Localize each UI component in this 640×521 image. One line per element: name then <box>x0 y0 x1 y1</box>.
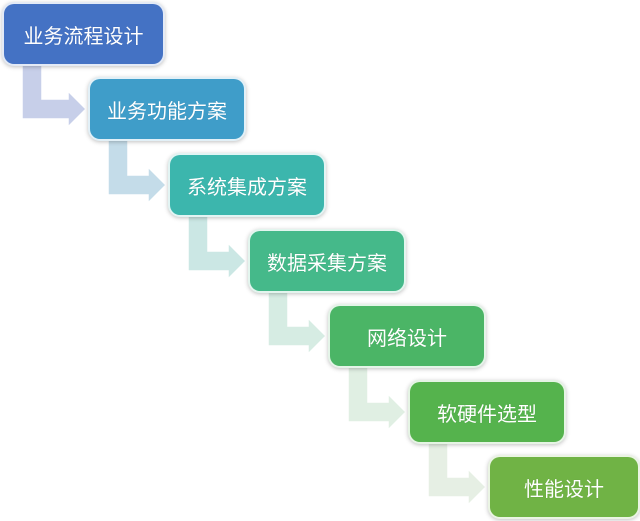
step-5-network-design: 网络设计 <box>328 304 486 368</box>
step-6-hardware-software-selection: 软硬件选型 <box>408 380 566 444</box>
step-1-business-process-design: 业务流程设计 <box>2 2 165 66</box>
connector-arrow-icon <box>347 363 408 432</box>
step-7-performance-design: 性能设计 <box>488 455 640 519</box>
step-label: 数据采集方案 <box>267 250 387 275</box>
step-label: 系统集成方案 <box>187 174 307 199</box>
step-4-data-collection-plan: 数据采集方案 <box>248 229 406 293</box>
step-label: 网络设计 <box>367 325 447 350</box>
step-2-business-function-plan: 业务功能方案 <box>88 77 246 141</box>
step-label: 业务流程设计 <box>23 23 144 48</box>
connector-arrow-icon <box>267 288 328 356</box>
step-label: 业务功能方案 <box>107 98 227 123</box>
connector-arrow-icon <box>107 136 168 205</box>
connector-arrow-icon <box>427 439 488 507</box>
step-3-system-integration-plan: 系统集成方案 <box>168 153 326 217</box>
step-label: 性能设计 <box>524 476 604 501</box>
connector-arrow-icon <box>187 212 248 281</box>
connector-arrow-icon <box>21 61 88 129</box>
step-label: 软硬件选型 <box>437 401 537 426</box>
